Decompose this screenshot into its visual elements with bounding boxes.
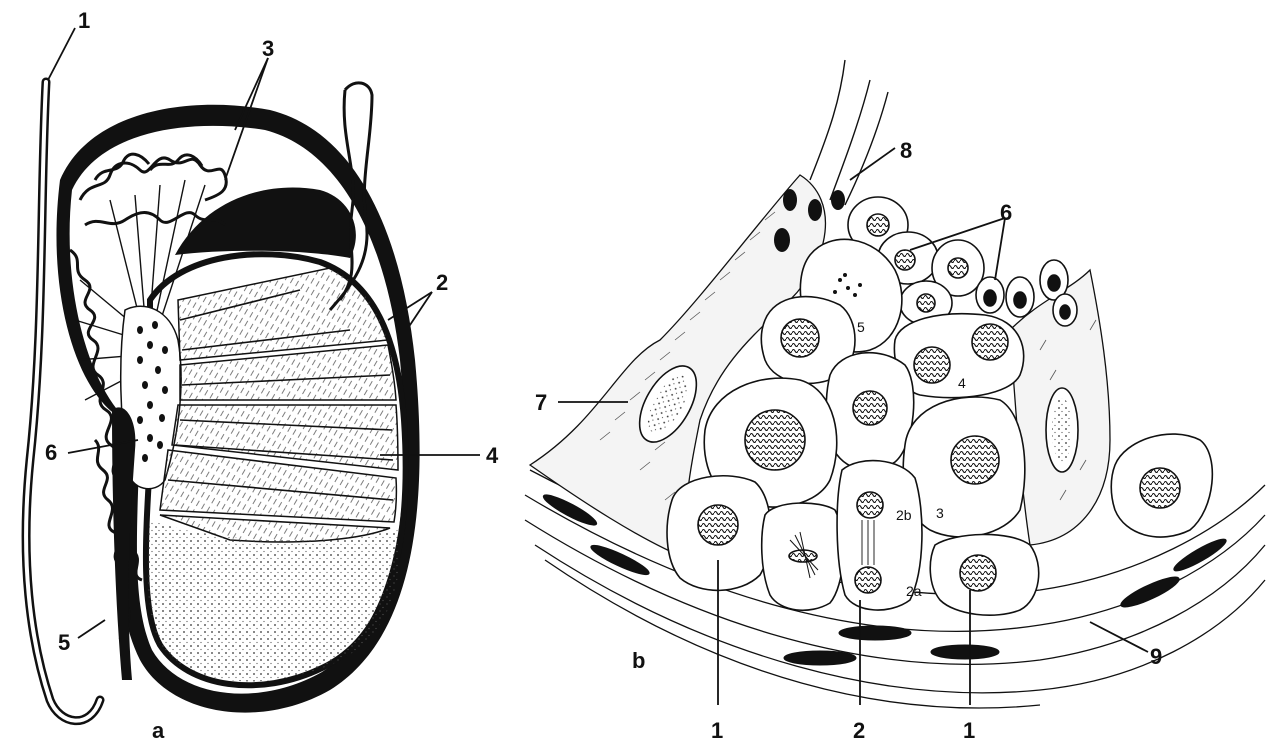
label-b-9: 9	[1150, 644, 1162, 669]
label-a-3: 3	[262, 36, 274, 61]
cell-mark-3: 3	[936, 505, 944, 521]
label-a-1: 1	[78, 8, 90, 33]
label-a-5: 5	[58, 630, 70, 655]
label-b-7: 7	[535, 390, 547, 415]
panel-a-letter: a	[152, 718, 165, 743]
seminiferous-epithelium-panel: 8 6 7 9 1 2 1 b 5 4 3 2b 2a	[525, 60, 1265, 743]
label-b-6: 6	[1000, 200, 1012, 225]
testis-section-panel: 1 3 2 4 6 5 a	[26, 8, 499, 743]
label-a-4: 4	[486, 443, 499, 468]
label-b-1-right: 1	[963, 718, 975, 743]
cell-mark-5: 5	[857, 319, 865, 335]
cell-mark-4: 4	[958, 375, 966, 391]
panel-b-letter: b	[632, 648, 645, 673]
label-b-2: 2	[853, 718, 865, 743]
label-a-2: 2	[436, 270, 448, 295]
cell-mark-2a: 2a	[906, 583, 922, 599]
label-b-8: 8	[900, 138, 912, 163]
spermatozoa-tails	[810, 60, 888, 205]
testis-lobules	[160, 268, 398, 542]
cell-mark-2b: 2b	[896, 507, 912, 523]
label-b-1-left: 1	[711, 718, 723, 743]
label-a-6: 6	[45, 440, 57, 465]
